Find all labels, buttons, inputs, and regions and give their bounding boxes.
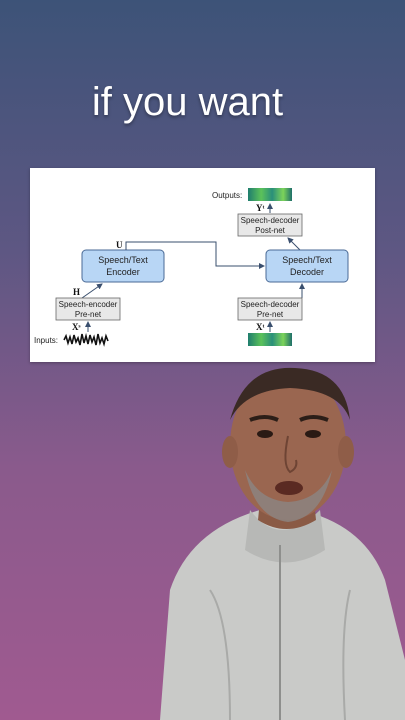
xt-symbol: Xᵗ — [256, 322, 264, 332]
diagram-canvas: Outputs: Yᵗ Speech-decoder Post-net Spee… — [34, 188, 349, 347]
u-symbol: U — [116, 240, 123, 250]
h-symbol: H — [73, 287, 80, 297]
decoder-postnet-box — [237, 213, 303, 237]
video-caption: if you want — [91, 80, 284, 124]
input-spectrogram — [248, 333, 292, 346]
decoder-postnet-line1: Speech-decoder — [241, 216, 300, 225]
decoder-prenet-line1: Speech-decoder — [241, 300, 300, 309]
arrow-prenet-encoder — [81, 283, 103, 299]
decoder-block — [265, 249, 349, 283]
encoder-line1: Speech/Text — [98, 255, 148, 265]
yt-symbol: Yᵗ — [256, 203, 264, 213]
decoder-line1: Speech/Text — [282, 255, 332, 265]
encoder-block — [81, 249, 165, 283]
decoder-prenet-box — [237, 297, 303, 321]
inputs-label: Inputs: — [34, 336, 58, 345]
output-spectrogram — [248, 188, 292, 201]
outputs-label: Outputs: — [212, 191, 242, 200]
decoder-postnet-line2: Post-net — [255, 226, 286, 235]
xs-symbol: Xˢ — [72, 322, 80, 332]
decoder-line2: Decoder — [290, 267, 324, 277]
arrow-decoder-postnet — [287, 237, 301, 251]
encoder-prenet-box — [55, 297, 121, 321]
encoder-prenet-line2: Pre-net — [75, 310, 102, 319]
arrow-encoder-decoder — [125, 241, 265, 269]
encoder-prenet-line1: Speech-encoder — [59, 300, 118, 309]
encoder-line2: Encoder — [106, 267, 140, 277]
decoder-prenet-line2: Pre-net — [257, 310, 284, 319]
speech-architecture-diagram: Outputs: Yᵗ Speech-decoder Post-net Spee… — [30, 168, 375, 362]
presenter-person — [160, 367, 405, 720]
input-waveform — [63, 332, 109, 347]
